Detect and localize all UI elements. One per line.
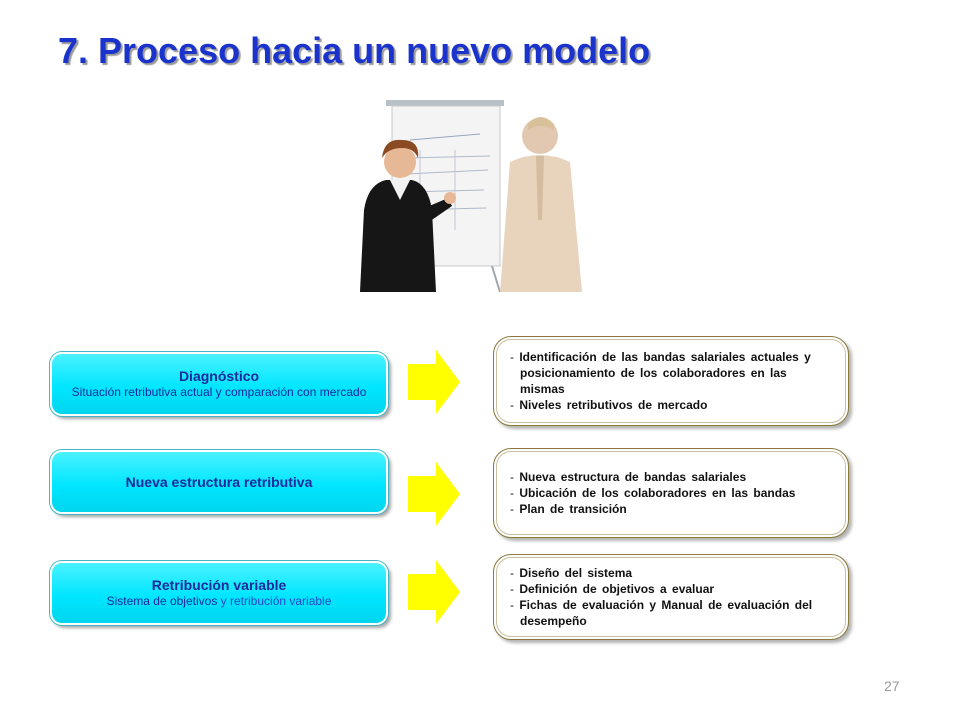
arrow-right-icon [408,462,460,526]
list-item: - Nueva estructura de bandas salariales [510,470,747,484]
list-item: - Fichas de evaluación y Manual de evalu… [510,598,813,628]
card-retribucion-variable: - Diseño del sistema - Definición de obj… [493,554,849,640]
list-item: - Definición de objetivos a evaluar [510,582,715,596]
pill-subtitle: Sistema de objetivos y retribución varia… [106,594,332,608]
pill-nueva-estructura: Nueva estructura retributiva [50,450,388,514]
list-item: - Niveles retributivos de mercado [510,398,708,412]
page-number: 27 [884,678,900,694]
pill-retribucion-variable: Retribución variable Sistema de objetivo… [50,561,388,625]
list-item: - Ubicación de los colaboradores en las … [510,486,796,500]
pill-diagnostico: Diagnóstico Situación retributiva actual… [50,352,388,416]
arrow-right-icon [408,560,460,624]
list-item: - Identificación de las bandas salariale… [510,350,811,396]
list-item: - Plan de transición [510,502,627,516]
page-title: 7. Proceso hacia un nuevo modelo [58,30,651,71]
pill-title: Retribución variable [151,577,287,593]
card-diagnostico: - Identificación de las bandas salariale… [493,336,849,426]
card-nueva-estructura: - Nueva estructura de bandas salariales … [493,448,849,538]
list-item: - Diseño del sistema [510,566,633,580]
pill-subtitle: Situación retributiva actual y comparaci… [71,385,367,399]
pill-title: Nueva estructura retributiva [125,473,313,490]
photo-two-people-at-flipchart-icon [360,100,582,292]
pill-title: Diagnóstico [178,368,260,384]
arrow-right-icon [408,350,460,414]
